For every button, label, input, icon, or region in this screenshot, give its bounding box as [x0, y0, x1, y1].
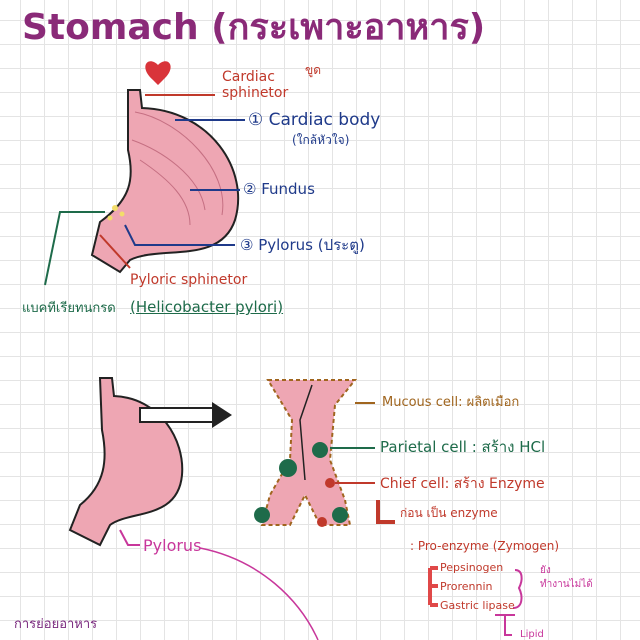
gastric-gland — [254, 379, 523, 636]
heart-icon — [145, 61, 171, 85]
proenzyme-label: : Pro-enzyme (Zymogen) — [410, 539, 560, 553]
enzyme-gastric-lipase: Gastric lipase — [440, 599, 515, 612]
pylorus-label: Pylorus — [143, 536, 202, 555]
lipid-label: Lipid — [520, 629, 544, 640]
stomach-1 — [44, 61, 245, 286]
label-fundus: ② Fundus — [243, 180, 315, 198]
chief-cell-note: ก่อน เป็น enzyme — [400, 506, 498, 520]
chief-cell-label: Chief cell: สร้าง Enzyme — [380, 476, 545, 492]
pyloric-sphincter-label: Pyloric sphinetor — [130, 272, 248, 288]
stomach-2 — [68, 377, 319, 640]
bacteria-name-label: (Helicobacter pylori) — [130, 298, 284, 316]
cardiac-sphincter-label: Cardiac — [222, 69, 275, 85]
page-title: Stomach (กระเพาะอาหาร) — [22, 7, 486, 48]
parietal-cell-label: Parietal cell : สร้าง HCl — [380, 438, 546, 456]
mucous-cell-label: Mucous cell: ผลิตเมือก — [382, 395, 520, 410]
label-pylorus: ③ Pylorus (ประตู) — [240, 236, 365, 254]
section-heading-digestion: การย่อยอาหาร — [14, 617, 98, 632]
label-cardiac-note: (ใกล้หัวใจ) — [292, 133, 350, 147]
cardiac-note: ขูด — [305, 63, 321, 77]
bacteria-thai-label: แบคทีเรียทนกรด — [22, 301, 116, 316]
label-cardiac-body: ① Cardiac body — [248, 110, 381, 130]
inactive-note-1: ยัง — [540, 565, 551, 576]
cardiac-sphincter-label-2: sphinetor — [222, 85, 289, 101]
enzyme-prorennin: Prorennin — [440, 580, 493, 593]
inactive-note-2: ทำงานไม่ได้ — [540, 579, 593, 590]
enzyme-pepsinogen: Pepsinogen — [440, 561, 504, 574]
arrow-icon — [212, 402, 232, 428]
